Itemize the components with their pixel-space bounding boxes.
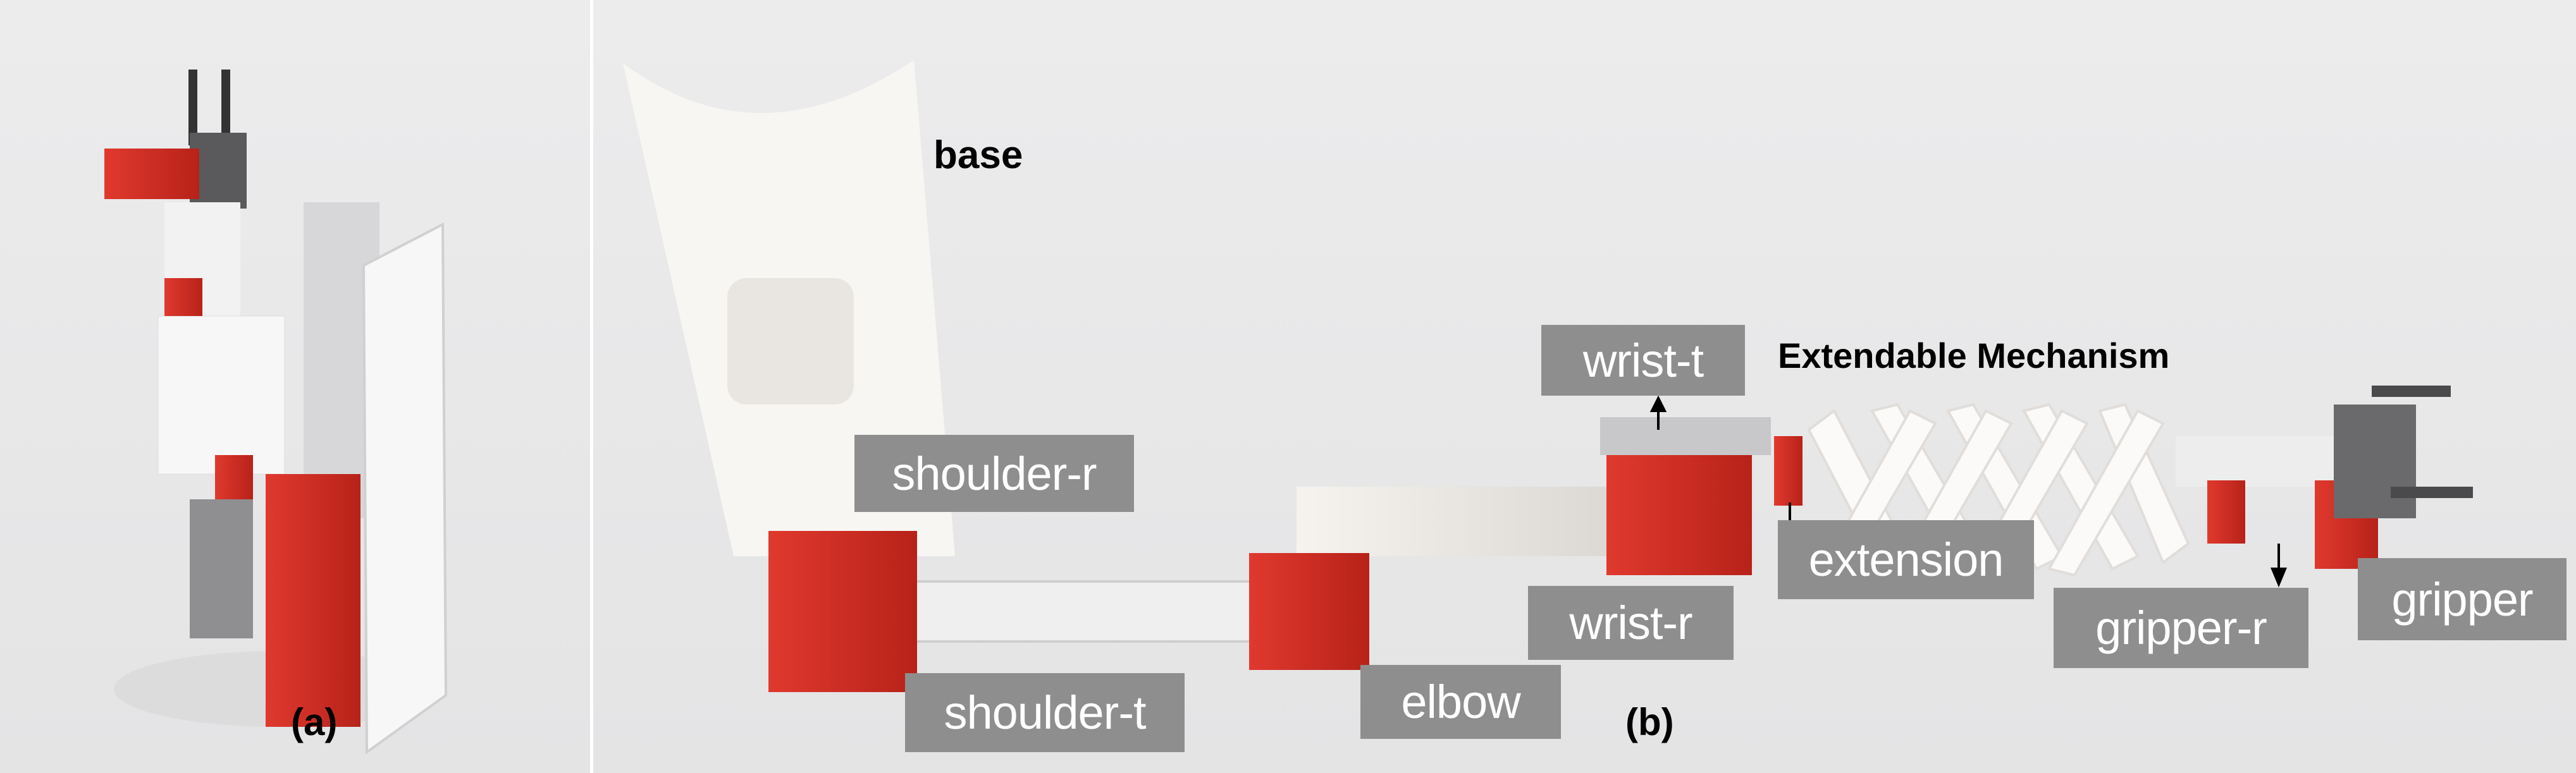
label-extension: extension	[1778, 520, 2034, 599]
label-wrist-t: wrist-t	[1541, 325, 1745, 396]
panel-label-a: (a)	[291, 701, 338, 743]
folded-arm-render	[104, 70, 448, 755]
label-gripper: gripper	[2358, 558, 2567, 640]
label-elbow: elbow	[1360, 665, 1561, 739]
panel-label-b: (b)	[1625, 701, 1674, 743]
label-gripper-r: gripper-r	[2054, 588, 2308, 668]
panel-divider	[590, 0, 593, 773]
label-wrist-r: wrist-r	[1528, 586, 1734, 660]
label-shoulder-r: shoulder-r	[854, 435, 1134, 512]
base-annotation: base	[934, 133, 1023, 177]
extendable-mechanism-annotation: Extendable Mechanism	[1778, 336, 2170, 375]
label-shoulder-t: shoulder-t	[905, 673, 1185, 752]
